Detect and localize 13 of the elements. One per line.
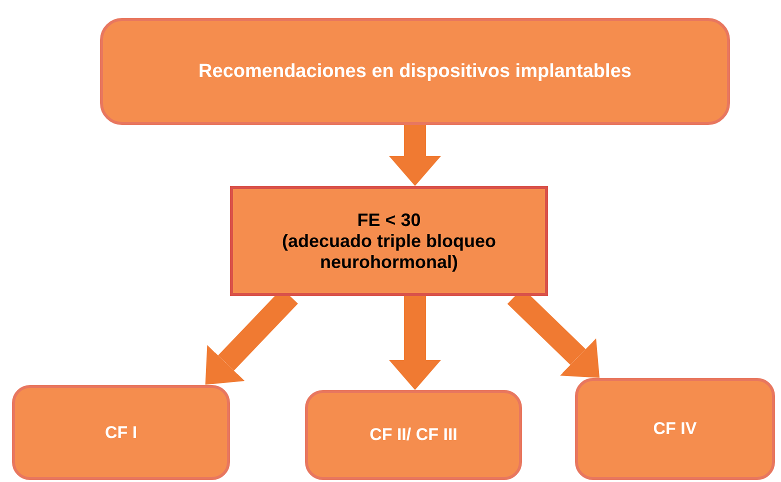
- node-label: Recomendaciones en dispositivos implantables: [198, 60, 632, 82]
- node-label: FE < 30: [357, 210, 421, 230]
- rounded-box: [305, 390, 522, 480]
- node-label: CF I: [104, 422, 138, 442]
- rounded-box: [575, 378, 775, 480]
- node-label: (adecuado triple bloqueo neurohormonal): [280, 230, 497, 272]
- rounded-box: [100, 18, 730, 125]
- process-box: [230, 186, 548, 296]
- node-label: CF IV: [653, 419, 697, 439]
- block-arrow: [389, 124, 441, 186]
- node-label: CF II/ CF III: [370, 425, 458, 445]
- rounded-box: [12, 385, 230, 480]
- block-arrow: [389, 296, 441, 390]
